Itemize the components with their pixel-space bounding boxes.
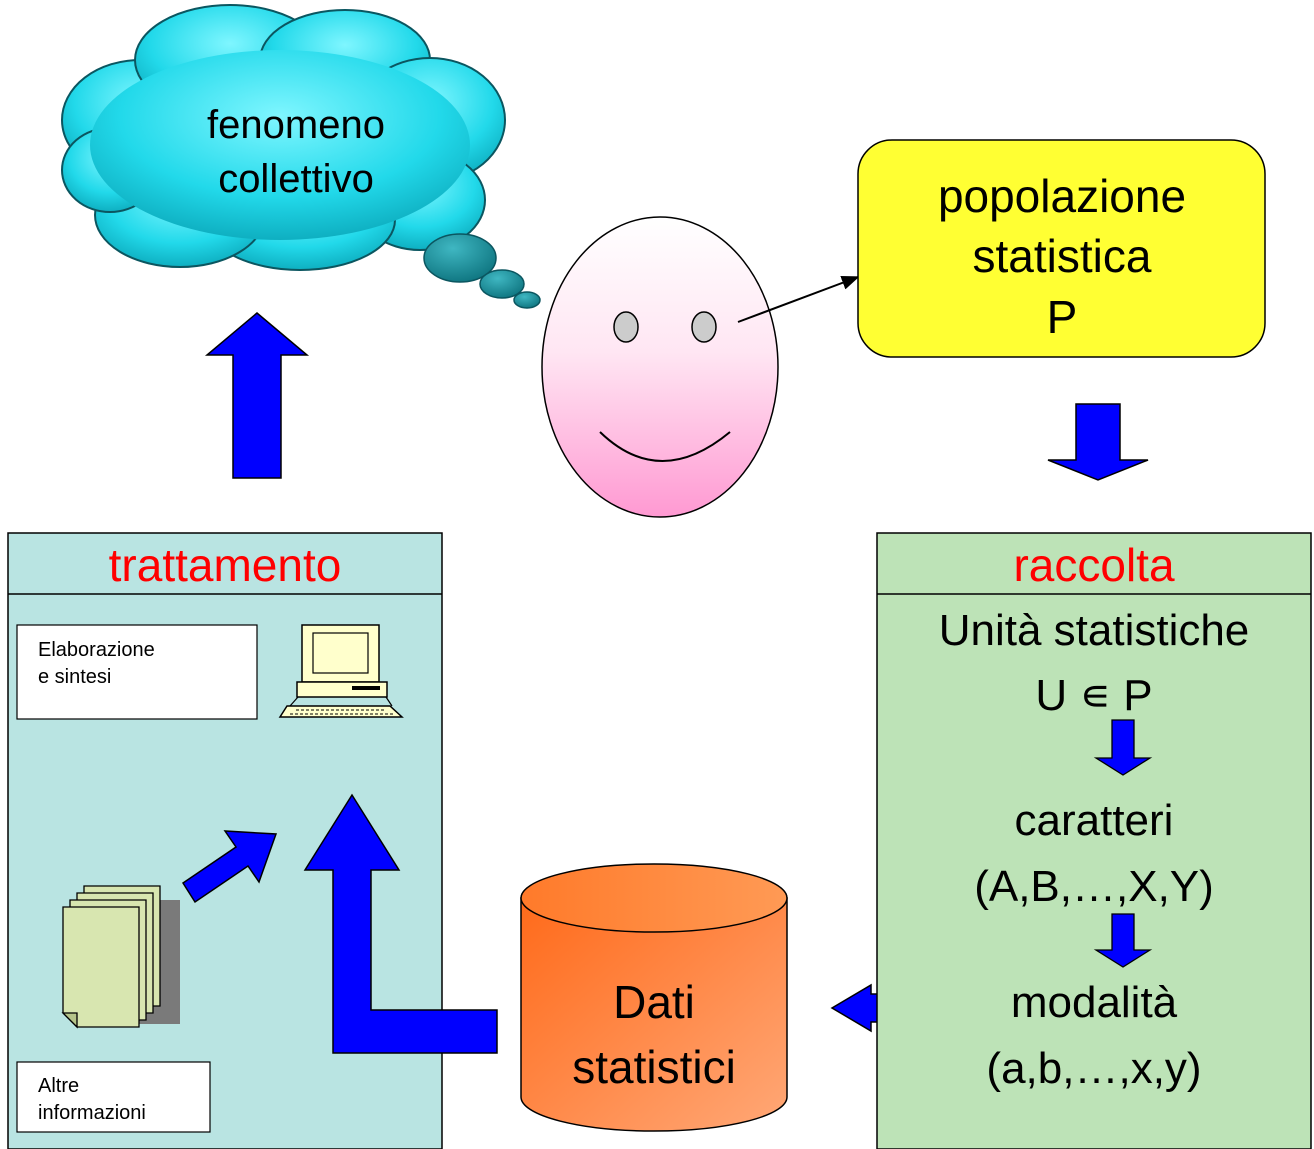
up-arrow-to-cloud	[204, 312, 310, 479]
left-panel-header: trattamento	[109, 539, 342, 591]
processing-label-box	[16, 624, 258, 720]
population-line-1: popolazione	[938, 170, 1186, 222]
units-symbol: U ∊ P	[1035, 671, 1152, 720]
other-info-box	[16, 1061, 211, 1133]
database-cylinder: Dati statistici	[520, 863, 788, 1132]
diagonal-arrow-to-computer	[181, 830, 278, 904]
units-label: Unità statistiche	[939, 606, 1250, 655]
processing-label-line-1: Elaborazione	[38, 639, 155, 661]
right-eye	[691, 311, 717, 343]
down-arrow-to-collection	[1047, 403, 1149, 481]
processing-label-line-2: e sintesi	[38, 666, 111, 688]
modalities-list: (a,b,…,x,y)	[986, 1044, 1201, 1093]
characters-to-modalities-arrow	[1093, 913, 1153, 968]
left-eye	[613, 311, 639, 343]
other-info-line-2: informazioni	[38, 1102, 146, 1124]
thought-bubble-large	[423, 233, 497, 283]
documents-icon	[61, 885, 180, 1029]
population-line-3: P	[1047, 291, 1078, 343]
population-line-2: statistica	[973, 230, 1152, 282]
data-to-processing-arrow	[303, 793, 498, 1054]
cloud-line-1: fenomeno	[207, 103, 385, 147]
thought-bubble-medium	[479, 269, 525, 299]
cloud-line-2: collettivo	[218, 157, 374, 201]
units-to-characters-arrow	[1093, 719, 1153, 776]
thought-bubble-small	[513, 291, 541, 309]
gaze-arrow	[737, 275, 860, 323]
smiley-face	[541, 216, 779, 518]
characters-label: caratteri	[1015, 796, 1174, 845]
database-line-1: Dati	[613, 976, 695, 1028]
right-panel-header: raccolta	[1013, 539, 1174, 591]
computer-icon	[278, 624, 404, 718]
other-info-line-1: Altre	[38, 1075, 79, 1097]
smile	[599, 431, 731, 462]
thought-cloud: fenomeno collettivo	[61, 4, 541, 309]
population-box: popolazione statistica P	[857, 139, 1266, 358]
right-panel: raccolta Unità statistiche U ∊ P caratte…	[876, 532, 1312, 1149]
modalities-label: modalità	[1011, 978, 1178, 1027]
database-line-2: statistici	[572, 1041, 736, 1093]
characters-list: (A,B,…,X,Y)	[974, 862, 1214, 911]
